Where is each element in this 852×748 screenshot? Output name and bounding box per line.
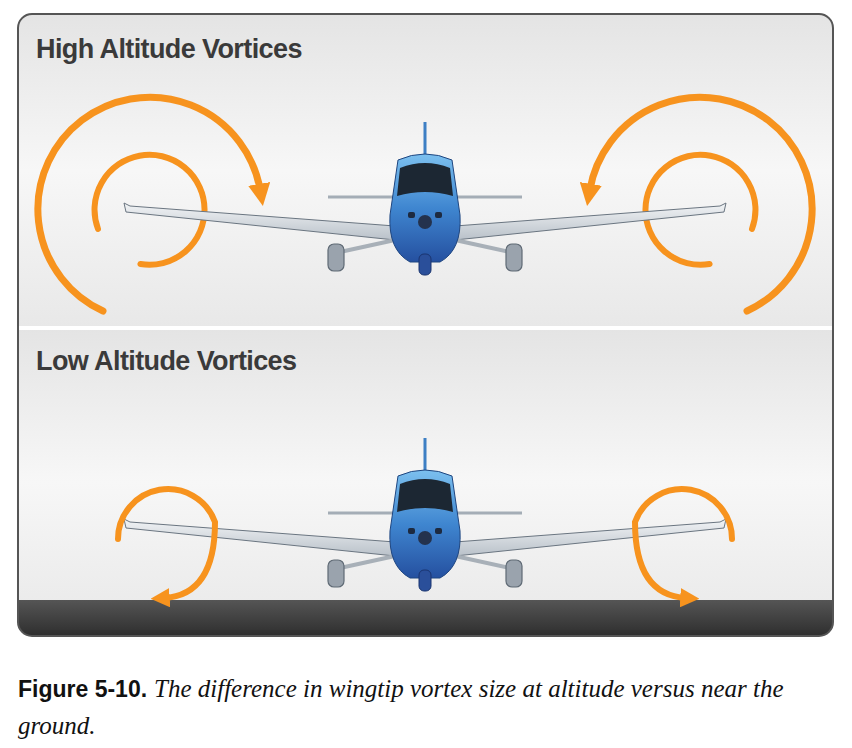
figure-caption-block: Figure 5-10.The difference in wingtip vo… xyxy=(18,672,833,746)
altitude-panel: High Altitude Vortices xyxy=(18,14,833,326)
figure-number: Figure 5-10. xyxy=(18,676,147,702)
panel-heading: Low Altitude Vortices xyxy=(36,346,296,377)
panel-heading: High Altitude Vortices xyxy=(36,34,302,65)
altitude-panel: Low Altitude Vortices xyxy=(18,330,833,600)
